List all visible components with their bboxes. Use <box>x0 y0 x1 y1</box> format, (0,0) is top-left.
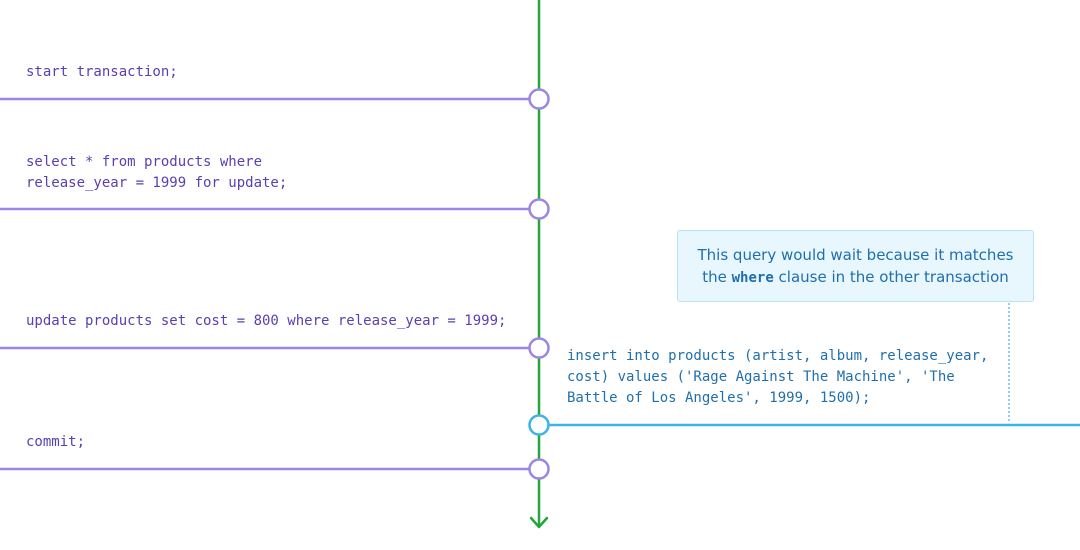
event-marker-a-3 <box>528 337 550 359</box>
statement-line: select * from products where <box>26 154 263 170</box>
statement-insert: insert into products (artist, album, rel… <box>567 346 988 409</box>
event-marker-a-2 <box>528 198 550 220</box>
callout-text: clause in the other transaction <box>773 267 1009 286</box>
callout-line-1: This query would wait because it matches <box>697 245 1014 264</box>
statement-line: start transaction; <box>26 64 178 80</box>
timeline-arrow-head <box>529 516 549 529</box>
statement-line: cost) values ('Rage Against The Machine'… <box>567 369 955 385</box>
statement-update: update products set cost = 800 where rel… <box>26 311 506 332</box>
event-marker-a-4 <box>528 458 550 480</box>
event-marker-a-1 <box>528 88 550 110</box>
wait-explanation-callout: This query would wait because it matches… <box>677 230 1034 302</box>
callout-line-2: the where clause in the other transactio… <box>678 266 1033 289</box>
statement-line: commit; <box>26 434 86 450</box>
statement-commit: commit; <box>26 432 85 453</box>
statement-line: update products set cost = 800 where rel… <box>26 313 507 329</box>
statement-start-transaction: start transaction; <box>26 62 178 83</box>
event-marker-b-1 <box>528 414 550 436</box>
statement-line: insert into products (artist, album, rel… <box>567 348 989 364</box>
statement-line: Battle of Los Angeles', 1999, 1500); <box>567 390 871 406</box>
callout-text: the <box>702 267 732 286</box>
callout-code-keyword: where <box>731 269 774 286</box>
statement-line: release_year = 1999 for update; <box>26 175 288 191</box>
statement-select-for-update: select * from products where release_year… <box>26 152 287 194</box>
